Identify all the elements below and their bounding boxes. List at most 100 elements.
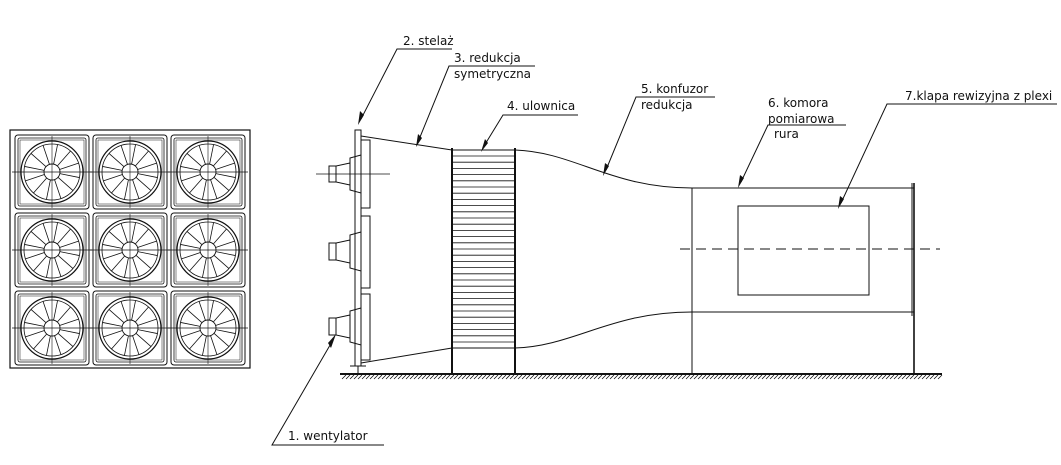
ground-hatch-line [653, 374, 659, 380]
ground-hatch-line [613, 374, 619, 380]
fan-spoke [215, 240, 235, 248]
ground-hatch-line [501, 374, 507, 380]
ground-hatch-line [773, 374, 779, 380]
ground-hatch-line [573, 374, 579, 380]
ground-hatch-line [813, 374, 819, 380]
fan-spoke [137, 329, 158, 334]
ground-hatch-line [441, 374, 447, 380]
fan-spoke [25, 252, 45, 260]
ground-hatch-line [425, 374, 431, 380]
ground-hatch-line [765, 374, 771, 380]
ground-hatch-line [449, 374, 455, 380]
fan-spoke [103, 252, 123, 260]
ground-hatch-line [797, 374, 803, 380]
ground-hatch-line [889, 374, 895, 380]
ground-hatch-line [509, 374, 515, 380]
ground-hatch-line [905, 374, 911, 380]
fan-spoke [103, 174, 123, 182]
ground-hatch-line [717, 374, 723, 380]
ground-hatch-line [937, 374, 943, 380]
fan-spoke [137, 162, 157, 170]
leader-stelaz [360, 48, 452, 120]
fan-motor [335, 314, 351, 339]
fan-spoke [210, 335, 218, 355]
ground-hatch-line [625, 374, 631, 380]
fan-spoke [59, 318, 79, 326]
ground-hatch-line [665, 374, 671, 380]
leader-komora [740, 124, 846, 183]
ground-hatch-line [817, 374, 823, 380]
fan-spoke [108, 309, 125, 324]
ground-hatch-line [881, 374, 887, 380]
ground-hatch-line [365, 374, 371, 380]
ground-hatch-line [921, 374, 927, 380]
leader-wentylator-arrow [328, 334, 336, 348]
fan-spoke [111, 177, 126, 194]
ground-hatch-line [705, 374, 711, 380]
ground-hatch-line [833, 374, 839, 380]
ground-hatch-line [409, 374, 415, 380]
fan-unit [90, 212, 170, 288]
fan-array-frame [9, 129, 251, 369]
leader-konfuzor [605, 96, 715, 171]
ground-hatch-line [733, 374, 739, 380]
ground-hatch-line [465, 374, 471, 380]
ground-hatch-line [917, 374, 923, 380]
ground-hatch-line [897, 374, 903, 380]
ground-hatch-line [757, 374, 763, 380]
ground-hatch-line [737, 374, 743, 380]
fan-spoke [137, 240, 157, 248]
ground-hatch-line [537, 374, 543, 380]
ground-hatch-line [517, 374, 523, 380]
ground-hatch-line [417, 374, 423, 380]
fan-motor [335, 239, 351, 264]
ground-hatch-line [353, 374, 359, 380]
ground-hatch-line [477, 374, 483, 380]
ground-hatch-line [693, 374, 699, 380]
ground-hatch-line [661, 374, 667, 380]
ground-hatch-line [901, 374, 907, 380]
ground-hatch-line [761, 374, 767, 380]
fan-housing [360, 293, 371, 361]
ground-hatch-line [641, 374, 647, 380]
fan-spoke [24, 166, 45, 171]
fan-spoke [215, 251, 236, 256]
label-komora-line1: 6. komora [768, 96, 828, 110]
ground-hatch-line [521, 374, 527, 380]
ground-hatch-line [617, 374, 623, 380]
fan-motor-middle [328, 215, 371, 289]
fan-spoke [33, 255, 48, 272]
fan-spoke [30, 309, 47, 324]
fan-spoke [120, 223, 128, 243]
fan-spoke [56, 150, 71, 167]
fan-spoke [212, 150, 227, 167]
fan-spoke [189, 255, 204, 272]
ground-hatch-line [933, 374, 939, 380]
ground-hatch-line [789, 374, 795, 380]
fan-unit [168, 212, 248, 288]
leader-klapa [840, 103, 1057, 204]
fan-spoke [102, 322, 123, 327]
fan-spoke [132, 179, 140, 199]
fan-spoke [202, 335, 207, 356]
ground-hatch-line [453, 374, 459, 380]
ground-hatch-line [685, 374, 691, 380]
fan-hub [349, 307, 362, 346]
honeycomb-cells [452, 155, 515, 343]
fan-spoke [25, 174, 45, 182]
ground-hatch-line [629, 374, 635, 380]
ground-hatch-line [545, 374, 551, 380]
fan-spoke [135, 176, 152, 191]
ground-hatch-line [785, 374, 791, 380]
fan-spoke [120, 301, 128, 321]
label-komora-line2: pomiarowa [768, 112, 835, 126]
fan-motor-bottom [328, 293, 371, 361]
ground-hatch-line [413, 374, 419, 380]
ground-hatch-line [397, 374, 403, 380]
ground-hatch-line [345, 374, 351, 380]
fan-housing [360, 215, 371, 289]
fan-spoke [135, 332, 152, 347]
fan-spoke [131, 144, 136, 165]
plexi-inspection-flap [737, 205, 870, 296]
